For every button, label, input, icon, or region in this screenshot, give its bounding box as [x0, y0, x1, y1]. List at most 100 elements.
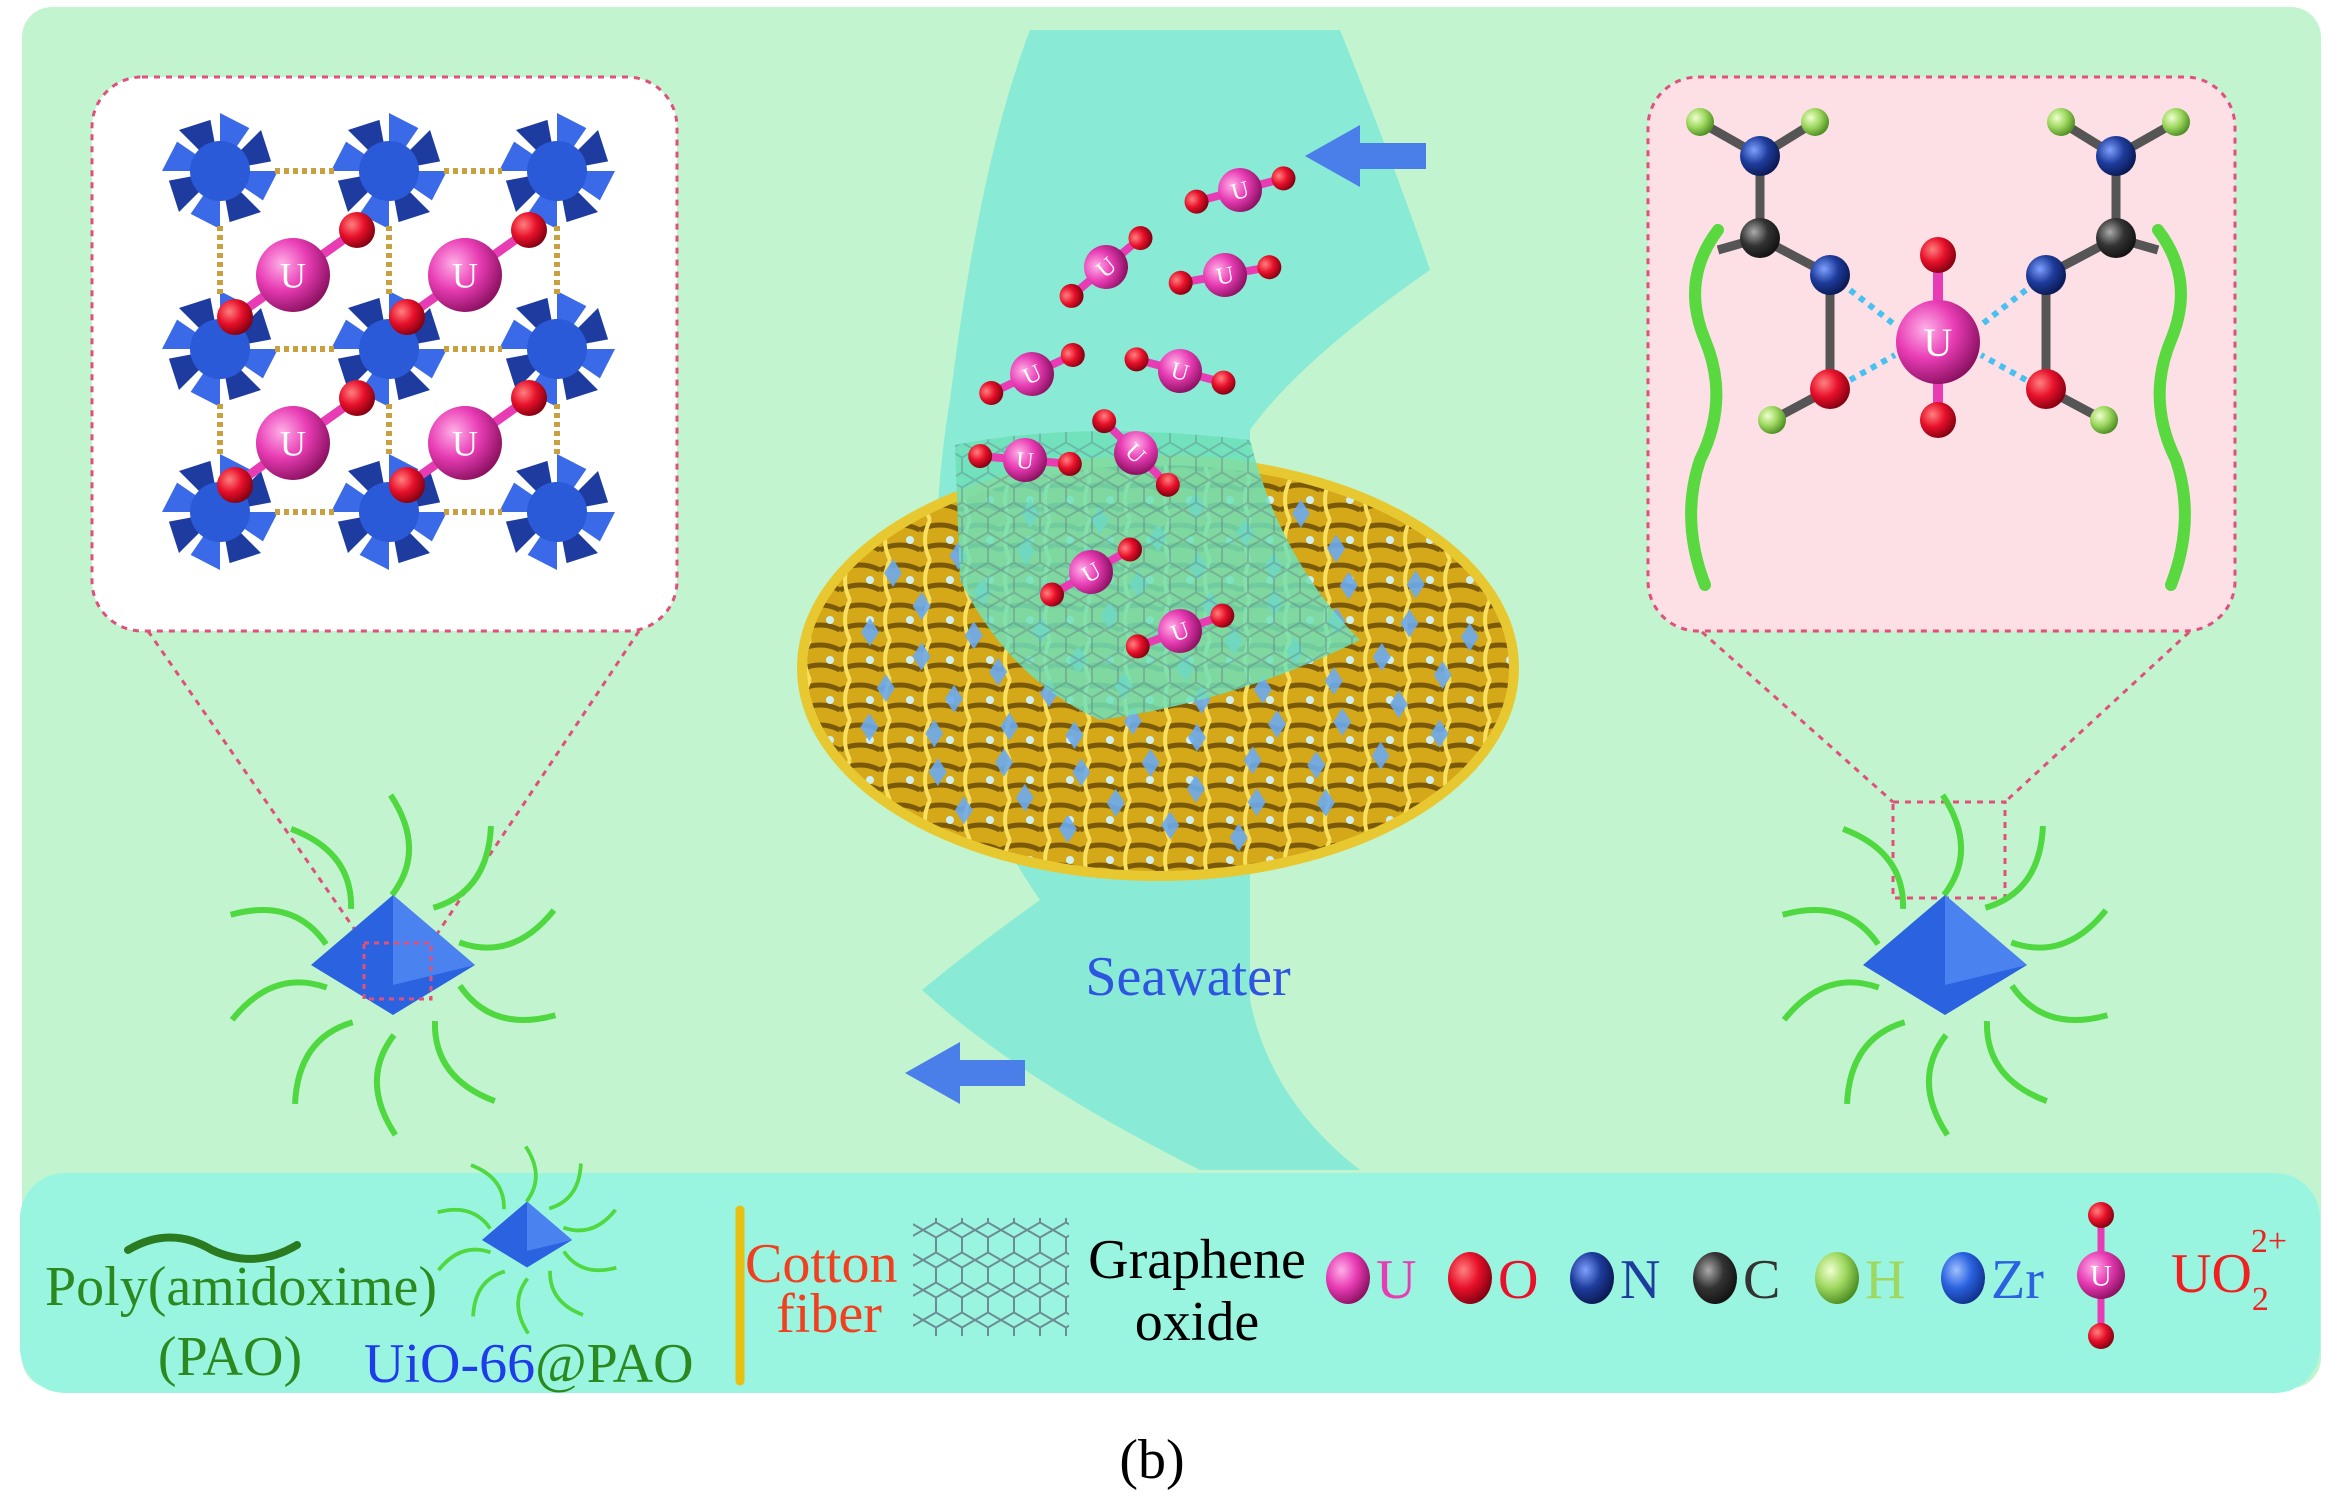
hydrogen-atom: [1686, 108, 1714, 136]
uio66-crystal-icon: [1389, 690, 1408, 719]
uio66-pao-legend-particle: [437, 1145, 617, 1335]
uio66-crystal-icon: [1065, 721, 1084, 750]
uranium-atom: [1218, 168, 1262, 212]
legend-atom-label: C: [1743, 1249, 1780, 1311]
uranium-atom: [1158, 609, 1202, 653]
oxygen-atom: [511, 212, 547, 248]
legend-uio-part: UiO-66: [364, 1333, 535, 1395]
zr-cluster: [162, 113, 278, 229]
seawater-label: Seawater: [1085, 946, 1291, 1008]
polymer-chain: [2152, 224, 2191, 591]
uio66-crystal-icon: [1058, 814, 1077, 843]
uio66-crystal-icon: [1106, 788, 1125, 817]
zr-cluster: [499, 113, 615, 229]
oxygen-atom: [1060, 342, 1085, 367]
zr-cluster: [331, 113, 447, 229]
uio66-pao-particle-left: [229, 793, 557, 1137]
coordination-bond: [1979, 287, 2028, 328]
legend-atom-c-icon: [1693, 1252, 1737, 1304]
uio66-crystal-icon: [1229, 823, 1248, 852]
uranium-atom: [1158, 349, 1202, 393]
zoom-line-left-a: [146, 630, 366, 944]
uio66-crystal-icon: [1291, 499, 1310, 528]
uranyl-ion: U: [968, 438, 1082, 482]
oxygen-atom: [1920, 402, 1956, 438]
oxygen-atom: [1211, 370, 1236, 395]
oxygen-atom: [1271, 166, 1296, 191]
uranyl-superscript: 2+: [2251, 1223, 2287, 1260]
uranyl-ion: U: [1168, 253, 1282, 297]
uranium-atom: [1203, 253, 1247, 297]
uranyl-ion: U: [1125, 603, 1235, 659]
legend-uio-label: UiO-66@PAO: [364, 1333, 694, 1395]
uio66-crystal-icon: [1333, 707, 1352, 736]
hydrogen-atom: [1758, 406, 1786, 434]
uio66-crystal-icon: [1072, 758, 1091, 787]
cotton-graphene-disk: [797, 431, 1519, 881]
graphene-oxide-icon: [913, 1218, 1069, 1336]
oxygen-atom: [968, 444, 993, 469]
uio66-crystal-icon: [860, 618, 879, 647]
uranium-atom: [428, 238, 502, 312]
legend-uranyl-label: UO22+: [2171, 1223, 2287, 1318]
uio66-crystal-icon: [1161, 811, 1180, 840]
legend-fiber-label: fiber: [776, 1283, 882, 1345]
uranium-atom: [1114, 431, 1158, 475]
uranyl-ion: U: [1040, 537, 1142, 607]
uio66-crystal-icon: [860, 713, 879, 742]
zoom-line-right-a: [1692, 622, 1894, 804]
uio66-crystal-icon: [925, 719, 944, 748]
uio66-crystal-icon: [1015, 783, 1034, 812]
uranium-atom: [256, 238, 330, 312]
uio66-crystal-icon: [912, 642, 931, 671]
uranium-atom: [256, 406, 330, 480]
uranium-atom-label: U: [1015, 448, 1035, 475]
oxygen-atom: [1210, 603, 1235, 628]
uio66-crystal-icon: [1372, 642, 1391, 671]
nitrogen-atom: [2096, 136, 2136, 176]
uranium-atom: [2077, 1251, 2125, 1299]
nitrogen-atom: [2026, 255, 2066, 295]
uranium-atom: [428, 406, 502, 480]
oxygen-atom: [1124, 347, 1149, 372]
oxygen-atom: [2026, 369, 2066, 409]
oxygen-atom: [1810, 369, 1850, 409]
oxygen-atom: [1117, 537, 1142, 562]
legend-atom-h-icon: [1815, 1252, 1859, 1304]
uio66-crystal-icon: [1433, 660, 1452, 689]
nitrogen-atom: [1810, 255, 1850, 295]
flow-arrow-top: [1305, 125, 1426, 187]
zr-cluster: [499, 291, 615, 407]
uio66-crystal-icon: [964, 621, 983, 650]
uio66-crystal-icon: [1460, 623, 1479, 652]
coordination-bond: [1848, 352, 1897, 383]
oxygen-atom: [1040, 582, 1065, 607]
uio66-pao-particle-right: [1781, 793, 2109, 1137]
nitrogen-atom: [1740, 136, 1780, 176]
uranyl-subscript: 2: [2252, 1281, 2269, 1318]
oxygen-atom: [1128, 226, 1153, 251]
uio66-crystal-icon: [1324, 667, 1343, 696]
uranium-atom-label: U: [280, 256, 306, 296]
legend-graphene-label: Graphene: [1088, 1229, 1306, 1291]
uranium-atom-label: U: [1924, 320, 1953, 365]
legend-cotton-label: Cotton: [745, 1233, 897, 1295]
hydrogen-atom: [1801, 108, 1829, 136]
oxygen-atom: [389, 299, 425, 335]
uranyl-ion: U: [1092, 409, 1180, 497]
oxygen-atom: [1059, 283, 1084, 308]
uio66-crystal-icon: [1307, 751, 1326, 780]
uranium-atom-label: U: [452, 424, 478, 464]
uranium-atom: [1084, 245, 1128, 289]
legend-oxide-label: oxide: [1135, 1291, 1259, 1353]
zoom-line-right-b: [2003, 622, 2200, 804]
uio66-crystal-icon: [995, 748, 1014, 777]
oxygen-atom: [339, 212, 375, 248]
uranium-atom: [1003, 438, 1047, 482]
legend-atom-label: U: [1376, 1249, 1416, 1311]
uio66-crystal-icon: [1243, 746, 1262, 775]
uranyl-ion: U: [979, 342, 1085, 406]
oxygen-atom: [339, 380, 375, 416]
uio66-crystal-icon: [1371, 741, 1390, 770]
